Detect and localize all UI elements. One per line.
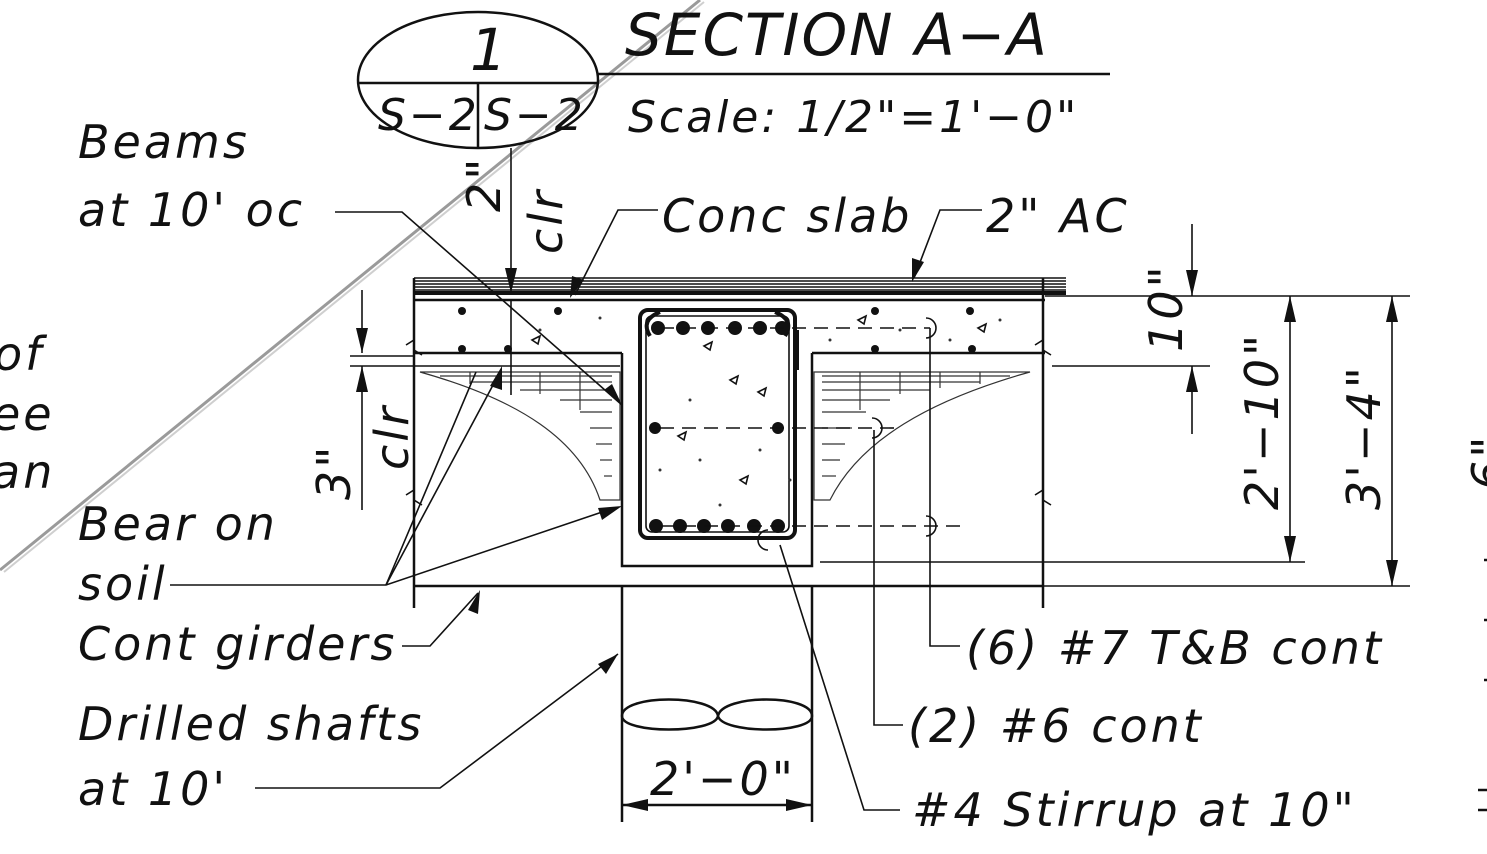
- dim-clr-left-value: 3": [307, 444, 361, 500]
- left-partial-text-3: an: [0, 445, 55, 499]
- dim-total-depth: 3'−4": [1337, 364, 1391, 510]
- left-partial-text-1: of: [0, 327, 47, 381]
- label-bear-2: soil: [78, 557, 168, 611]
- dim-clr-top-value: 2": [457, 156, 511, 212]
- section-title: SECTION A−A: [625, 1, 1049, 69]
- label-shafts-1: Drilled shafts: [78, 697, 424, 751]
- detail-number: 1: [470, 16, 509, 84]
- section-scale: Scale: 1/2"=1'−0": [628, 92, 1079, 143]
- clear-dimensions: [350, 148, 620, 510]
- sheet-ref-right: S−2: [484, 90, 586, 141]
- dimensions-right: [820, 224, 1410, 587]
- dim-clr-left-word: clr: [365, 404, 419, 470]
- drilled-shaft: [620, 586, 814, 822]
- sheet-ref-left: S−2: [378, 90, 480, 141]
- label-shafts-2: at 10': [78, 762, 228, 816]
- soil-hatch: [419, 371, 1031, 501]
- label-rebar-top-bottom: (6) #7 T&B cont: [966, 621, 1384, 675]
- label-conc-slab: Conc slab: [662, 189, 912, 243]
- label-bear-1: Bear on: [78, 497, 278, 551]
- slab: [405, 277, 1066, 608]
- label-beams-1: Beams: [78, 115, 250, 169]
- dim-girder-depth: 2'−10": [1235, 332, 1289, 510]
- leaders: [170, 209, 982, 811]
- label-rebar-side: (2) #6 cont: [908, 699, 1204, 753]
- label-beams-2: at 10' oc: [78, 183, 305, 237]
- girder: [414, 308, 1043, 588]
- scan-fold-line: [0, 0, 701, 572]
- dim-right-edge-partial: 6": [1462, 434, 1487, 490]
- title-block: 1 S−2 S−2 SECTION A−A Scale: 1/2"=1'−0": [356, 1, 1110, 150]
- dim-clr-top-word: clr: [519, 188, 573, 254]
- right-edge-marks: [1478, 558, 1487, 812]
- dim-shaft-width: 2'−0": [650, 752, 796, 806]
- label-girders: Cont girders: [78, 617, 397, 671]
- dim-slab-depth: 10": [1139, 263, 1193, 352]
- label-stirrup: #4 Stirrup at 10": [912, 783, 1357, 837]
- label-ac: 2" AC: [986, 189, 1130, 243]
- scan-fold-line-2: [3, 1, 705, 573]
- left-partial-text-2: ee: [0, 387, 55, 441]
